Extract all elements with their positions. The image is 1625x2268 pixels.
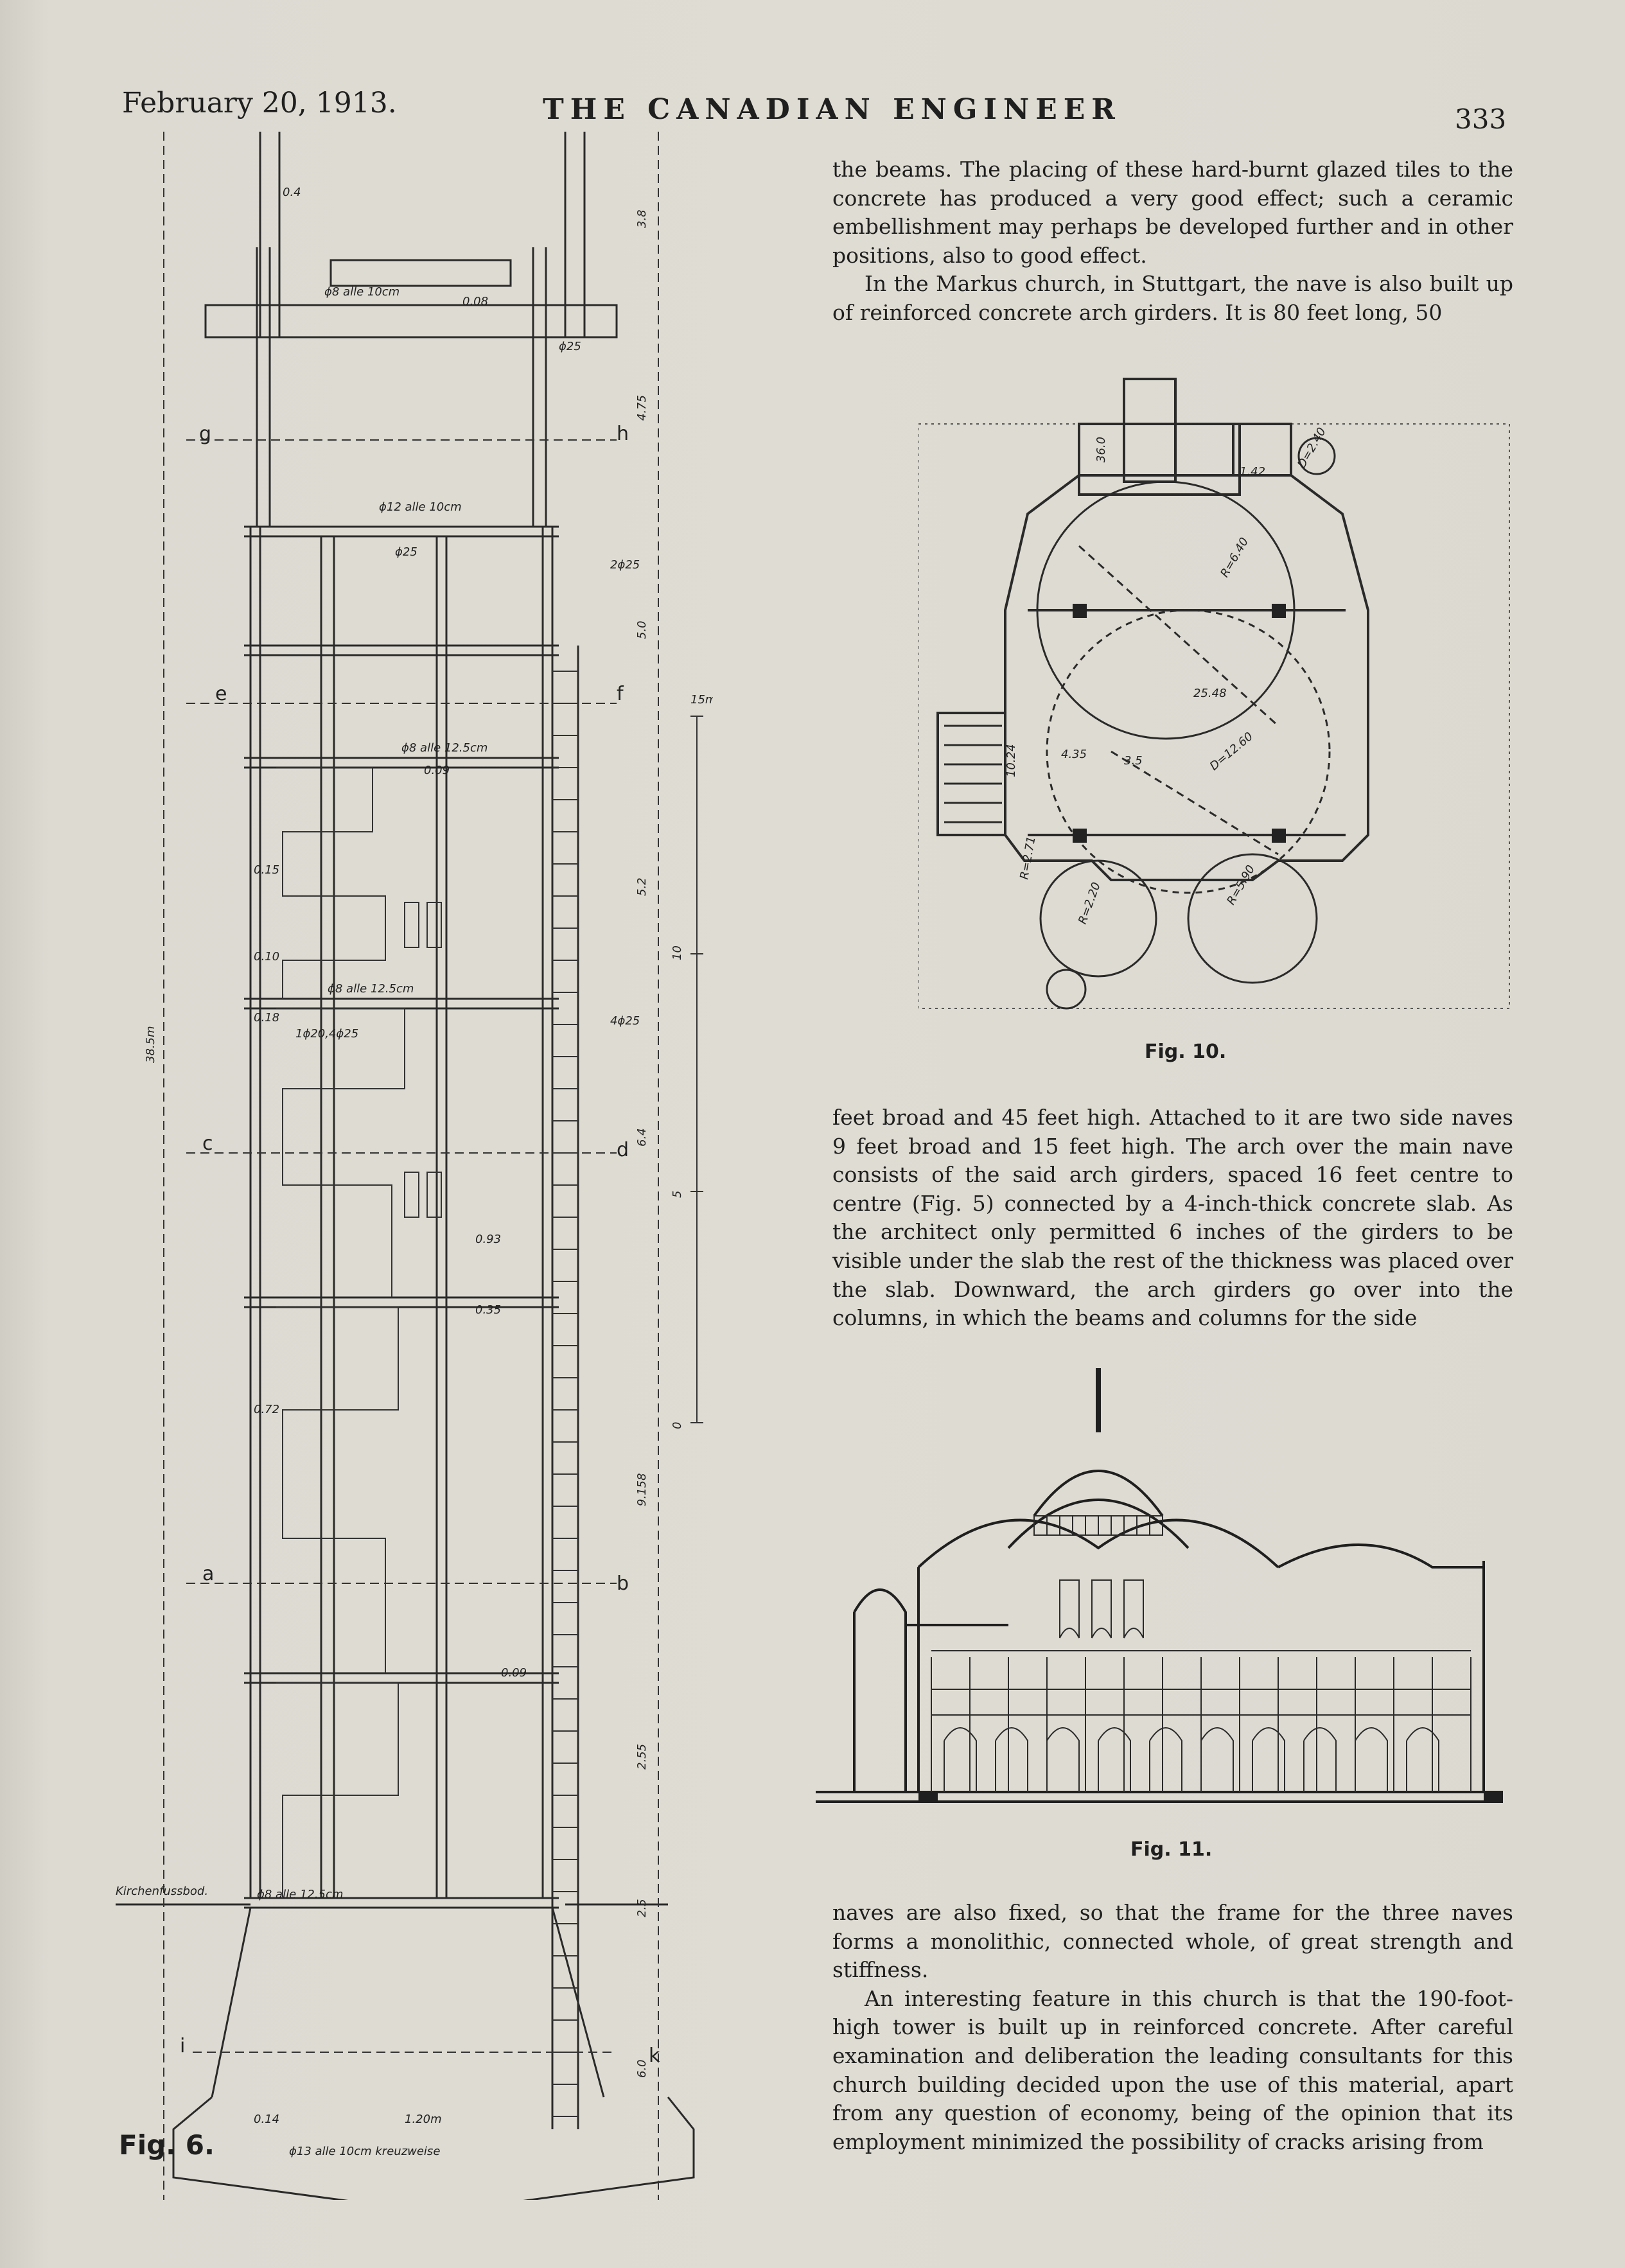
dim-9: 6.0 (635, 2059, 649, 2078)
section-label-d: d (617, 1139, 629, 1161)
plan-label-1: 25.48 (1193, 687, 1227, 700)
dim-5: 6.4 (635, 1128, 649, 1147)
annot-12: 0.15 (254, 863, 279, 877)
section-label-b: b (617, 1572, 629, 1595)
annot-7: ϕ8 alle 12.5cm (401, 741, 487, 755)
text-block-top: the beams. The placing of these hard-bur… (832, 155, 1513, 328)
annot-6: 2ϕ25 (610, 558, 640, 572)
annot-9: ϕ8 alle 12.5cm (328, 982, 414, 996)
text-block-middle: feet broad and 45 feet high. Attached to… (832, 1103, 1513, 1333)
dim-8: 2.5 (635, 1899, 649, 1917)
annot-8: 0.09 (424, 764, 450, 777)
section-label-g: g (199, 423, 211, 445)
journal-title: THE CANADIAN ENGINEER (543, 93, 1121, 126)
plan-label-9: 10.24 (1005, 744, 1018, 777)
section-label-e: e (215, 683, 227, 705)
text-block-bottom: naves are also fixed, so that the frame … (832, 1899, 1513, 2156)
section-label-h: h (617, 423, 629, 445)
annot-3: ϕ25 (559, 340, 581, 353)
dim-2: 4.75 (635, 395, 649, 421)
fig11-church-section-drawing (816, 1368, 1503, 1803)
plan-label-3: R=6.40 (1218, 535, 1251, 579)
annot-16: 0.35 (475, 1303, 501, 1317)
plan-label-10: 1.42 (1240, 465, 1265, 479)
dim-1: 3.8 (635, 209, 649, 228)
plan-label-5: R=2.20 (1076, 881, 1103, 926)
plan-label-2: D=12.60 (1208, 730, 1256, 773)
plan-label-11: 36.0 (1094, 437, 1108, 462)
paragraph: feet broad and 45 feet high. Attached to… (832, 1105, 1513, 1331)
plan-label-7: 4.35 (1061, 748, 1087, 761)
annot-19: 1.20m (405, 2113, 442, 2126)
annot-13: 0.10 (254, 950, 279, 963)
section-label-f: f (617, 683, 624, 705)
section-label-c: c (202, 1132, 213, 1155)
annot-4: ϕ12 alle 10cm (379, 500, 462, 514)
paragraph: the beams. The placing of these hard-bur… (832, 157, 1513, 268)
plan-label-4: R=5.90 (1224, 863, 1258, 907)
paragraph: naves are also fixed, so that the frame … (832, 1900, 1513, 1983)
dim-4: 5.2 (635, 877, 649, 896)
annot-21: Kirchenfussbod. (116, 1885, 208, 1898)
annot-25: 0.14 (254, 2113, 279, 2126)
section-label-k: k (649, 2044, 660, 2067)
annot-22: 38.5m (144, 1026, 157, 1063)
annot-5: ϕ25 (395, 545, 417, 559)
annot-23: 15m (690, 693, 713, 707)
annot-11: 0.18 (254, 1011, 279, 1024)
dim-7: 2.55 (635, 1744, 649, 1770)
page-header: February 20, 1913. THE CANADIAN ENGINEER… (0, 87, 1625, 138)
scale-10: 10 (671, 945, 684, 960)
annot-18: ϕ8 alle 12.5cm (257, 1888, 343, 1901)
fig10-church-plan-drawing: 25.48 D=12.60 R=6.40 R=5.90 R=2.20 R=2.7… (918, 378, 1510, 1010)
fig6-caption: Fig. 6. (119, 2129, 215, 2161)
annot-10: 1ϕ20,4ϕ25 (295, 1027, 358, 1041)
paragraph: In the Markus church, in Stuttgart, the … (832, 271, 1513, 325)
plan-label-6: R=2.71 (1017, 836, 1038, 881)
section-label-i: i (180, 2035, 185, 2057)
annot-1: ϕ8 alle 10cm (324, 285, 400, 299)
annot-14: 0.93 (475, 1233, 501, 1246)
dim-3: 5.0 (635, 620, 649, 639)
section-label-a: a (202, 1563, 214, 1585)
paragraph: An interesting feature in this church is… (832, 1985, 1513, 2154)
annot-17: 0.09 (501, 1666, 527, 1680)
scale-0: 0 (671, 1422, 684, 1429)
annot-2: 0.08 (462, 295, 488, 308)
dim-6: 9.158 (635, 1473, 649, 1506)
fig11-caption: Fig. 11. (1130, 1838, 1213, 1861)
plan-label-8: 3.5 (1124, 754, 1143, 768)
fig10-caption: Fig. 10. (1145, 1041, 1227, 1063)
annot-20: ϕ13 alle 10cm kreuzweise (289, 2145, 440, 2158)
annot-26: 4ϕ25 (610, 1014, 640, 1028)
fig6-tower-section-drawing: g h e f c d a b i k ϕ8 alle 10cm 0.08 ϕ2… (116, 132, 713, 2200)
page-number: 333 (1455, 103, 1507, 135)
header-date: February 20, 1913. (122, 87, 397, 119)
annot-15: 0.72 (254, 1403, 279, 1416)
annot-24: 0.4 (283, 186, 301, 199)
scale-5: 5 (671, 1191, 684, 1198)
